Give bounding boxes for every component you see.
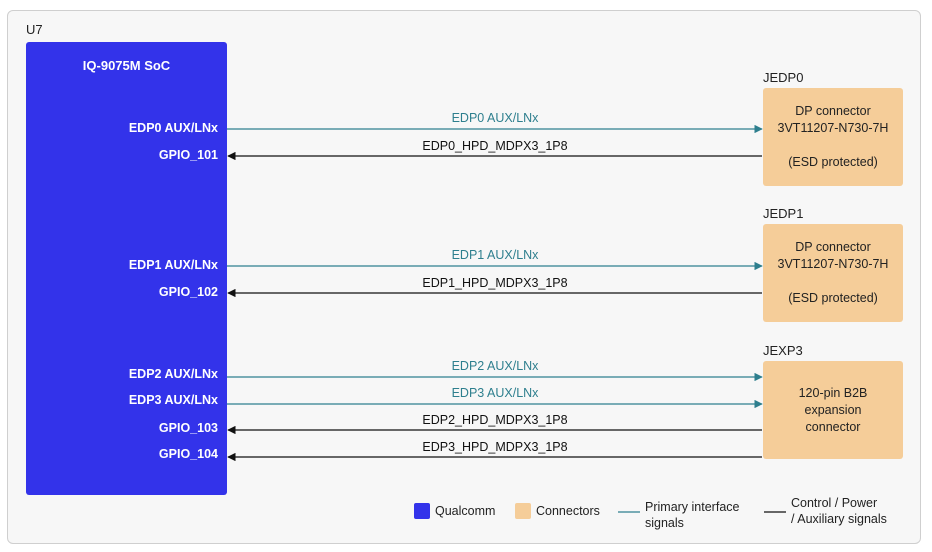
signal-label-hpd0: EDP0_HPD_MDPX3_1P8 [422,139,568,153]
legend-qualcomm-swatch [414,503,430,519]
connector-jexp3: 120-pin B2B expansion connector [763,361,903,459]
signal-label-edp2: EDP2 AUX/LNx [451,359,539,373]
legend-primary-line2: signals [645,516,684,530]
connector-text: 3VT11207-N730-7H [777,121,889,135]
connector-text: expansion [804,402,862,417]
connector-text: (ESD protected) [788,291,878,305]
signal-label-hpd2: EDP2_HPD_MDPX3_1P8 [422,413,568,427]
connector-text: 120-pin B2B [798,385,868,400]
soc-title: IQ-9075M SoC [82,58,171,73]
pin-edp2: EDP2 AUX/LNx [128,367,218,381]
connector-text: DP connector [795,104,871,118]
connector-jedp1-ref: JEDP1 [763,206,804,221]
signal-label-hpd1: EDP1_HPD_MDPX3_1P8 [422,276,568,290]
connector-text: 3VT11207-N730-7H [777,257,889,271]
pin-edp0: EDP0 AUX/LNx [128,121,218,135]
pin-edp1: EDP1 AUX/LNx [128,258,218,272]
signal-label-edp1: EDP1 AUX/LNx [451,248,539,262]
connector-text: connector [805,419,861,434]
connector-jedp1: DP connector 3VT11207-N730-7H (ESD prote… [763,224,903,322]
legend-control-line1: Control / Power [791,496,878,510]
pin-gpio104: GPIO_104 [158,447,218,461]
pin-edp3: EDP3 AUX/LNx [128,393,218,407]
legend-control-label: Control / Power / Auxiliary signals [791,495,887,527]
pin-gpio103: GPIO_103 [158,421,218,435]
connector-text: (ESD protected) [788,155,878,169]
soc-block [26,42,227,495]
signal-label-edp3: EDP3 AUX/LNx [451,386,539,400]
connector-jexp3-ref: JEXP3 [763,343,803,358]
legend-qualcomm-label: Qualcomm [435,504,496,518]
legend-connectors-swatch [515,503,531,519]
pin-gpio101: GPIO_101 [158,148,218,162]
legend-control-line2: / Auxiliary signals [791,512,887,526]
connector-text: DP connector [795,240,871,254]
legend-primary-label: Primary interface signals [645,499,739,531]
soc-reference: U7 [26,22,43,37]
signal-label-edp0: EDP0 AUX/LNx [451,111,539,125]
legend-primary-line1: Primary interface [645,500,740,514]
connector-jedp0: DP connector 3VT11207-N730-7H (ESD prote… [763,88,903,186]
legend-connectors-label: Connectors [536,504,600,518]
connector-jedp0-ref: JEDP0 [763,70,804,85]
signal-label-hpd3: EDP3_HPD_MDPX3_1P8 [422,440,568,454]
pin-gpio102: GPIO_102 [158,285,218,299]
